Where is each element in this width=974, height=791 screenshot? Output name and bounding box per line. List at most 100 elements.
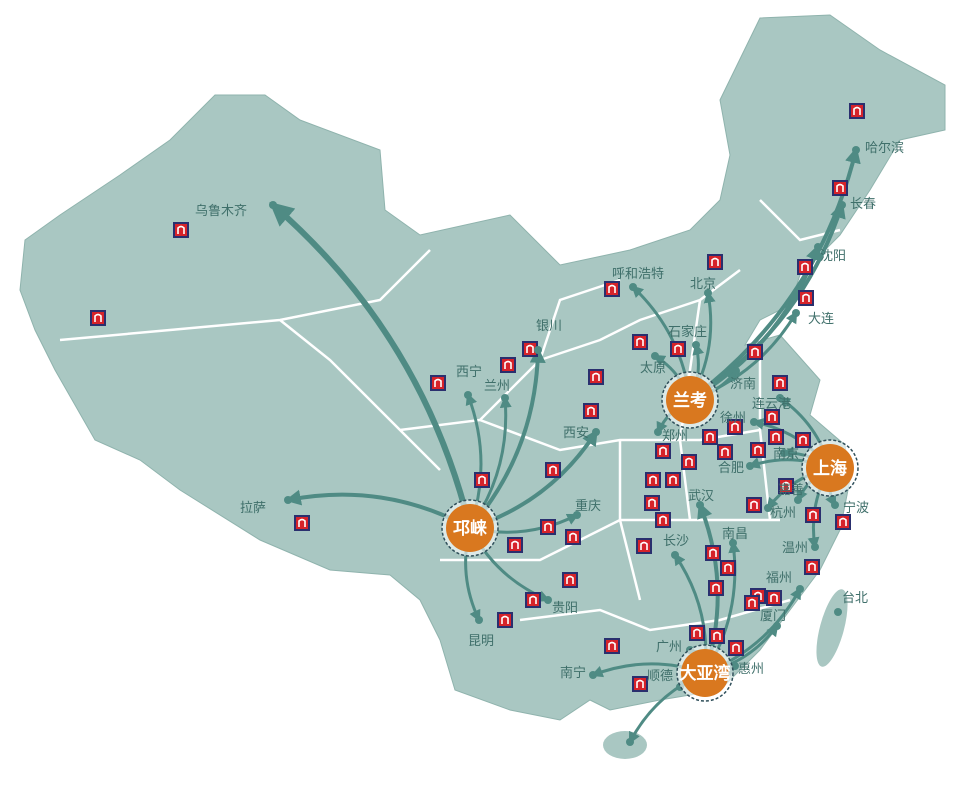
city-dot (796, 585, 804, 593)
city-dot (573, 511, 581, 519)
store-logo-icon (604, 281, 620, 297)
store-logo-icon (645, 472, 661, 488)
city-dot (592, 428, 600, 436)
city-label: 惠州 (738, 662, 764, 677)
city-dot (464, 391, 472, 399)
city-dot (534, 346, 542, 354)
hub-label: 邛崃 (453, 518, 487, 539)
city-label: 呼和浩特 (612, 267, 664, 282)
store-logo-icon (632, 334, 648, 350)
store-logo-icon (705, 545, 721, 561)
store-logo-icon (655, 512, 671, 528)
city-dot (834, 608, 842, 616)
city-label: 台北 (842, 591, 868, 606)
city-dot (814, 243, 822, 251)
city-label: 石家庄 (668, 324, 707, 340)
city-label: 宁波 (843, 500, 869, 516)
hub-0: 邛崃 (441, 499, 499, 557)
city-label: 福州 (766, 571, 792, 586)
store-logo-icon (500, 357, 516, 373)
city-label: 徐州 (720, 411, 746, 426)
store-logo-icon (832, 180, 848, 196)
hub-label: 上海 (813, 458, 847, 479)
hub-3: 大亚湾 (676, 644, 734, 702)
city-dot (629, 283, 637, 291)
store-logo-icon (750, 442, 766, 458)
hub-circle (806, 444, 854, 492)
store-logo-icon (766, 590, 782, 606)
city-dot (501, 394, 509, 402)
city-label: 嘉善 (778, 482, 804, 498)
city-dot (692, 341, 700, 349)
store-logo-icon (805, 507, 821, 523)
store-logo-icon (525, 592, 541, 608)
city-dot (704, 289, 712, 297)
city-label: 广州 (656, 640, 682, 655)
store-logo-icon (835, 514, 851, 530)
city-dot (750, 418, 758, 426)
store-logo-icon (294, 515, 310, 531)
store-logo-icon (545, 462, 561, 478)
store-logo-icon (655, 443, 671, 459)
route-arrow (269, 201, 473, 531)
city-label: 大连 (808, 311, 834, 327)
city-dot (780, 449, 788, 457)
city-label: 温州 (782, 541, 808, 556)
city-label: 沈阳 (820, 249, 846, 264)
city-dot (626, 738, 634, 746)
store-logo-icon (795, 432, 811, 448)
store-logo-icon (497, 612, 513, 628)
city-label: 济南 (730, 376, 756, 392)
city-dot (651, 352, 659, 360)
city-label: 顺德 (647, 669, 673, 684)
city-label: 乌鲁木齐 (195, 203, 247, 219)
store-logo-icon (728, 640, 744, 656)
city-dot (729, 539, 737, 547)
province-border (618, 440, 642, 601)
store-logo-icon (797, 259, 813, 275)
hub-1: 兰考 (661, 371, 719, 429)
store-logo-icon (702, 429, 718, 445)
city-label: 武汉 (688, 489, 714, 504)
province-border (519, 598, 791, 632)
hub-circle (681, 649, 729, 697)
store-logo-icon (717, 444, 733, 460)
city-label: 西宁 (456, 364, 482, 380)
city-dot (776, 394, 784, 402)
store-logo-icon (778, 478, 794, 494)
city-label: 长春 (850, 197, 876, 212)
province-border (758, 330, 772, 521)
city-dot (764, 504, 772, 512)
store-logo-icon (430, 375, 446, 391)
store-logo-icon (636, 538, 652, 554)
city-label: 连云港 (752, 396, 791, 412)
store-logo-icon (720, 560, 736, 576)
store-logo-icon (522, 341, 538, 357)
city-dot (746, 462, 754, 470)
city-label: 南宁 (560, 665, 586, 681)
store-logo-icon (708, 580, 724, 596)
store-logo-icon (772, 375, 788, 391)
store-logo-icon (746, 497, 762, 513)
store-logo-icon (507, 537, 523, 553)
hub-circle (666, 376, 714, 424)
store-logo-icon (540, 519, 556, 535)
hub-label: 兰考 (673, 390, 707, 411)
hub-circle (446, 504, 494, 552)
city-dot (696, 501, 704, 509)
city-label: 郑州 (662, 429, 688, 444)
city-label: 贵阳 (552, 601, 578, 616)
store-logo-icon (632, 676, 648, 692)
store-logo-icon (804, 559, 820, 575)
store-logo-icon (707, 254, 723, 270)
city-label: 昆明 (468, 634, 494, 649)
store-logo-icon (727, 419, 743, 435)
city-label: 哈尔滨 (865, 140, 904, 156)
city-dot (589, 671, 597, 679)
store-logo-icon (747, 344, 763, 360)
city-label: 南昌 (722, 526, 748, 542)
city-dot (831, 501, 839, 509)
city-dot (671, 551, 679, 559)
city-label: 太原 (640, 361, 666, 376)
